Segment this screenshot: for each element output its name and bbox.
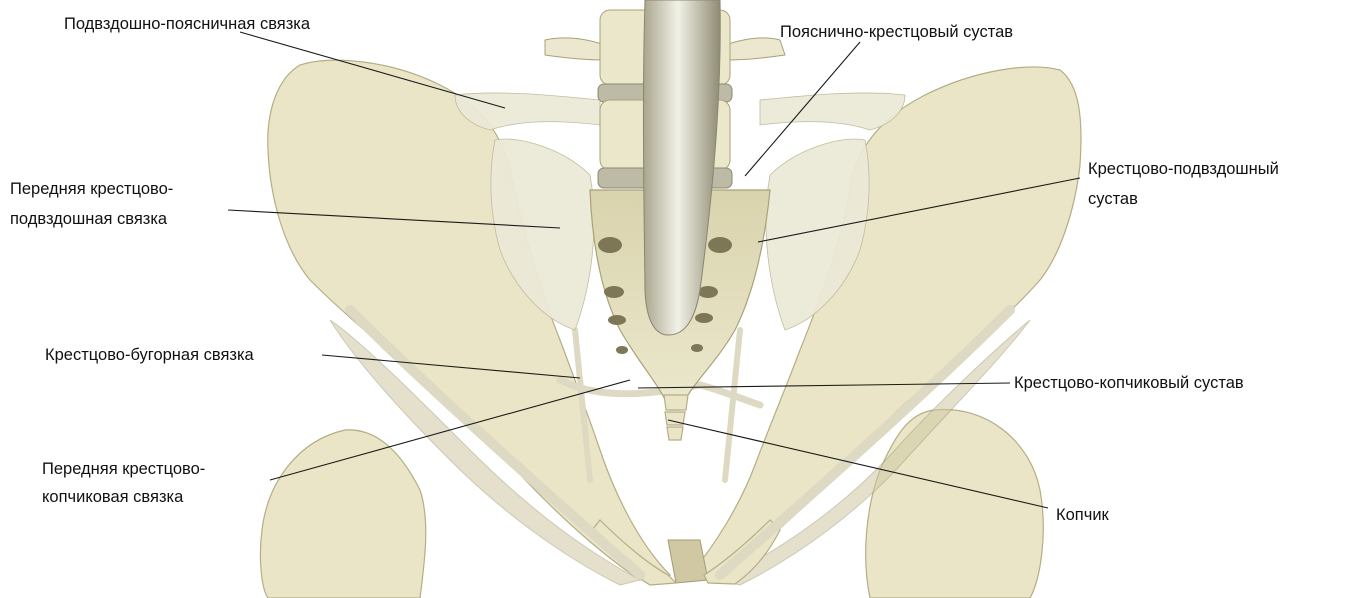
label-lumbosacral-joint: Пояснично-крестцовый сустав xyxy=(780,23,1013,41)
label-sacrococcygeal-joint: Крестцово-копчиковый сустав xyxy=(1014,374,1244,392)
left-femur xyxy=(260,430,425,598)
right-femur xyxy=(866,410,1044,598)
label-anterior-sacrococcygeal-ligament-line2: копчиковая связка xyxy=(42,488,184,506)
label-coccyx: Копчик xyxy=(1056,506,1110,524)
label-anterior-sacrococcygeal-ligament-line1: Передняя крестцово- xyxy=(42,460,205,478)
label-iliolumbar-ligament: Подвздошно-поясничная связка xyxy=(64,15,311,33)
coccyx xyxy=(664,395,688,440)
pelvis-illustration xyxy=(260,0,1081,598)
label-sacroiliac-joint-line1: Крестцово-подвздошный xyxy=(1088,160,1279,178)
label-anterior-sacroiliac-ligament-line2: подвздошная связка xyxy=(10,210,168,228)
label-sacroiliac-joint-line2: сустав xyxy=(1088,190,1138,208)
label-anterior-sacroiliac-ligament-line1: Передняя крестцово- xyxy=(10,180,173,198)
label-sacrotuberous-ligament: Крестцово-бугорная связка xyxy=(45,346,255,364)
